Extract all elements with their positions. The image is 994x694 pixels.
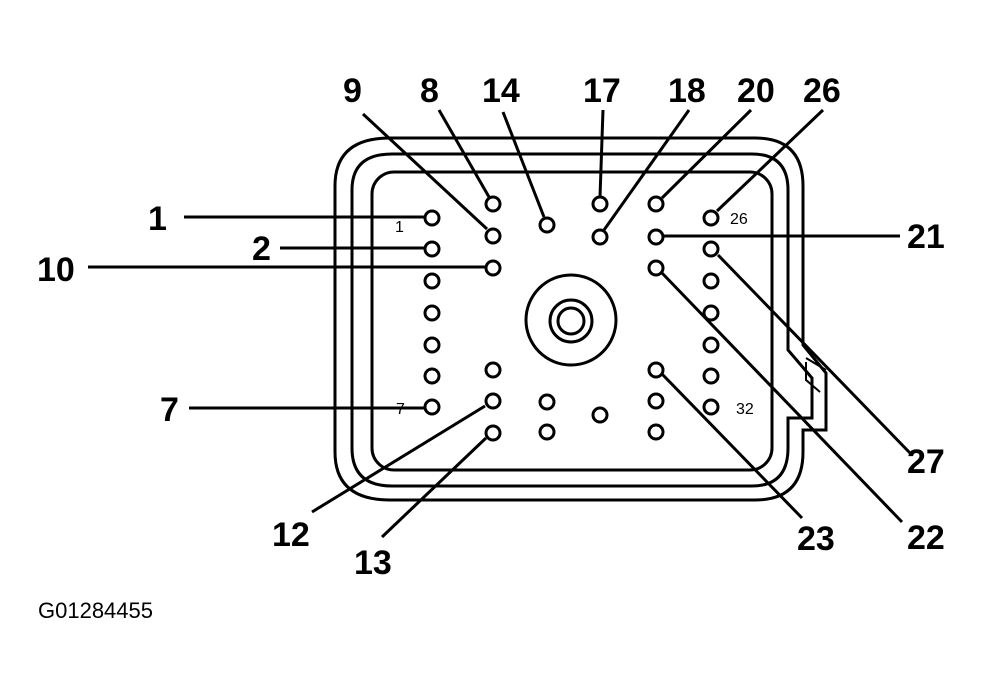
pin-cavity	[647, 423, 665, 441]
pin-cavity	[647, 392, 665, 410]
callout-7: 7	[160, 391, 179, 429]
contact-pins	[423, 195, 720, 442]
leader-lines	[88, 108, 912, 539]
connector-inner-face	[370, 170, 774, 472]
pin-cavity	[484, 424, 502, 442]
pin-cavity	[702, 240, 720, 258]
callout-27: 27	[907, 443, 945, 481]
pin-cavity	[484, 227, 502, 245]
pin-cavity	[423, 336, 441, 354]
pin-cavity	[591, 406, 609, 424]
callout-1: 1	[148, 200, 167, 238]
callout-17: 17	[583, 72, 621, 110]
pin-cavity	[423, 304, 441, 322]
pin-cavity	[702, 398, 720, 416]
callout-18: 18	[668, 72, 706, 110]
callout-21: 21	[907, 218, 945, 256]
pin-cavity	[484, 392, 502, 410]
callout-26: 26	[803, 72, 841, 110]
pin-cavity	[423, 398, 441, 416]
callout-22: 22	[907, 519, 945, 557]
callout-20: 20	[737, 72, 775, 110]
pin-cavity	[423, 240, 441, 258]
pin-cavity	[484, 361, 502, 379]
pin-cavity	[423, 367, 441, 385]
pin-cavity	[538, 423, 556, 441]
body-label-7: 7	[396, 401, 405, 418]
pin-cavity	[423, 209, 441, 227]
pin-cavity	[538, 393, 556, 411]
figure-id: G01284455	[38, 598, 153, 623]
pin-cavity	[647, 228, 665, 246]
pin-cavity	[591, 228, 609, 246]
callout-9: 9	[343, 72, 362, 110]
callout-12: 12	[272, 516, 310, 554]
body-label-26: 26	[730, 211, 748, 228]
pin-cavity	[647, 361, 665, 379]
body-label-1: 1	[395, 219, 404, 236]
callout-2: 2	[252, 230, 271, 268]
pin-cavity	[702, 367, 720, 385]
callout-10: 10	[37, 251, 75, 289]
pin-cavity	[702, 209, 720, 227]
pin-cavity	[647, 259, 665, 277]
pin-cavity	[423, 272, 441, 290]
pin-cavity	[702, 336, 720, 354]
pin-cavity	[484, 259, 502, 277]
connector-housing	[333, 136, 828, 502]
center-lock-post	[524, 273, 618, 367]
callout-14: 14	[482, 72, 520, 110]
body-label-32: 32	[736, 401, 754, 418]
pin-cavity	[702, 272, 720, 290]
callout-13: 13	[354, 544, 392, 582]
pin-cavity	[591, 195, 609, 213]
pin-cavity	[647, 195, 665, 213]
pin-cavity	[538, 216, 556, 234]
callout-23: 23	[797, 520, 835, 558]
pin-cavity	[702, 304, 720, 322]
callout-8: 8	[420, 72, 439, 110]
pin-cavity	[484, 195, 502, 213]
